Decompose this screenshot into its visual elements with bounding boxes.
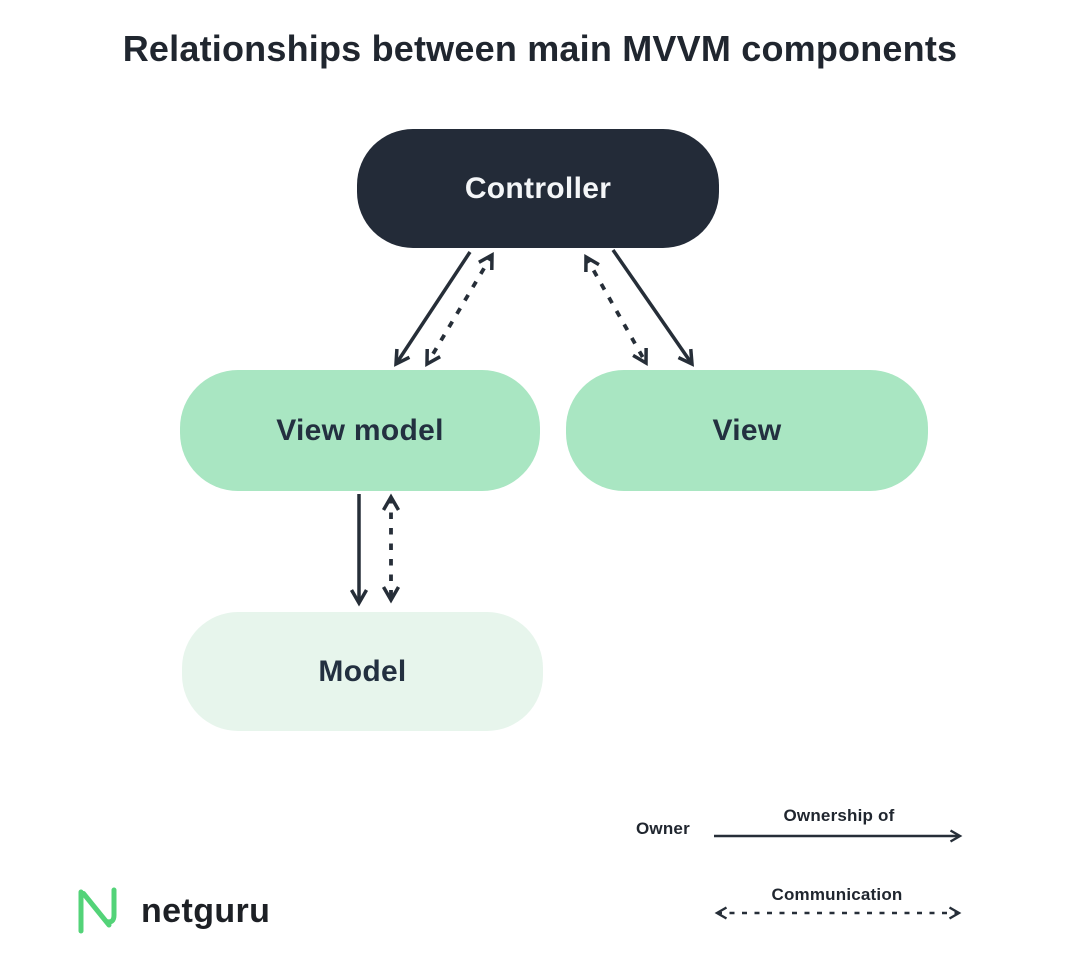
- controller-node-label: Controller: [464, 171, 612, 205]
- legend-communication-label: Communication: [771, 885, 903, 904]
- view-node: View: [566, 370, 928, 491]
- controller-node: Controller: [357, 129, 719, 248]
- diagram-title: Relationships between main MVVM componen…: [122, 28, 958, 69]
- brand-name: netguru: [141, 891, 271, 930]
- viewmodel-node-label: View model: [276, 413, 444, 447]
- legend-owner-label: Owner: [636, 819, 690, 838]
- legend-ownership-label: Ownership of: [783, 806, 895, 825]
- view-node-label: View: [712, 413, 782, 447]
- brand-logo: netguru: [72, 882, 270, 940]
- arrow-controller-viewmodel-communication: [425, 251, 494, 368]
- viewmodel-node: View model: [180, 370, 540, 491]
- arrow-controller-owns-view: [611, 249, 694, 367]
- arrow-controller-view-communication: [584, 253, 648, 367]
- model-node-label: Model: [318, 654, 407, 688]
- model-node: Model: [182, 612, 543, 731]
- netguru-logo-icon: [78, 887, 117, 934]
